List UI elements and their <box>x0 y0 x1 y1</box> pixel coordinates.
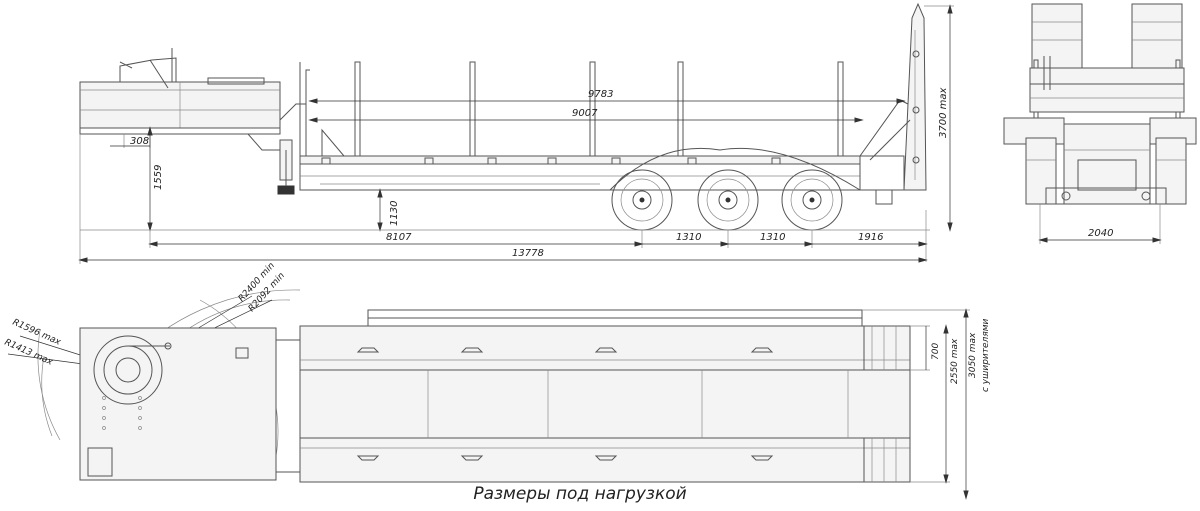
dim-deck-length-outer: 9783 <box>588 89 613 100</box>
main-deck <box>299 155 861 165</box>
wheel-middle-axle <box>697 169 759 231</box>
rear-tire-left <box>1025 137 1057 205</box>
dim-rear-overhang: 1916 <box>858 232 883 243</box>
dim-axle-spacing-1: 1310 <box>676 232 701 243</box>
deck-plan <box>299 325 911 483</box>
dim-track-width: 2040 <box>1088 228 1113 239</box>
dim-axle-spacing-2: 1310 <box>760 232 785 243</box>
rear-view: 2040 <box>1003 3 1197 244</box>
bolt-pattern <box>102 396 142 430</box>
dim-fifth-wheel-height: 1559 <box>153 165 164 190</box>
ramp-plan-right <box>863 437 911 483</box>
tie-down-points-lower <box>356 455 774 461</box>
tie-down-points-upper <box>356 347 774 353</box>
rear-ramp <box>859 2 927 205</box>
king-pin-plate <box>93 335 163 405</box>
dim-deck-length-inner: 9007 <box>572 108 598 119</box>
gooseneck-plan <box>79 327 277 481</box>
rear-ramp-left <box>1031 3 1083 69</box>
drawing-caption: Размеры под нагрузкой <box>473 484 687 504</box>
ramp-plan-left <box>863 325 911 371</box>
dim-front-to-axle: 8107 <box>386 232 412 243</box>
dim-width-extended: 3050 max <box>968 332 978 378</box>
dim-overall-length: 13778 <box>512 248 544 259</box>
rear-ramp-right <box>1131 3 1183 69</box>
dim-deck-height: 1130 <box>389 201 400 226</box>
dim-ramp-width: 700 <box>931 343 941 360</box>
top-view: R2400 min R2092 min R1596 max R1413 max <box>3 261 991 500</box>
side-view: 9783 9007 308 1559 1130 8107 1310 1310 1… <box>78 2 954 264</box>
dim-max-height: 3700 max <box>938 88 949 138</box>
rear-body <box>1063 123 1151 205</box>
dim-width-base: 2550 max <box>950 338 960 384</box>
dim-width-note: с уширителями <box>981 318 991 392</box>
side-rail-top <box>367 309 863 319</box>
front-tower <box>119 57 177 82</box>
dim-front-offset: 308 <box>130 136 149 147</box>
deck-stakes <box>354 61 844 157</box>
wheel-rear-axle <box>781 169 843 231</box>
landing-leg-foot <box>277 185 295 195</box>
lashing-pockets <box>321 157 781 165</box>
rear-tire-right <box>1155 137 1187 205</box>
wheel-front-axle <box>611 169 673 231</box>
